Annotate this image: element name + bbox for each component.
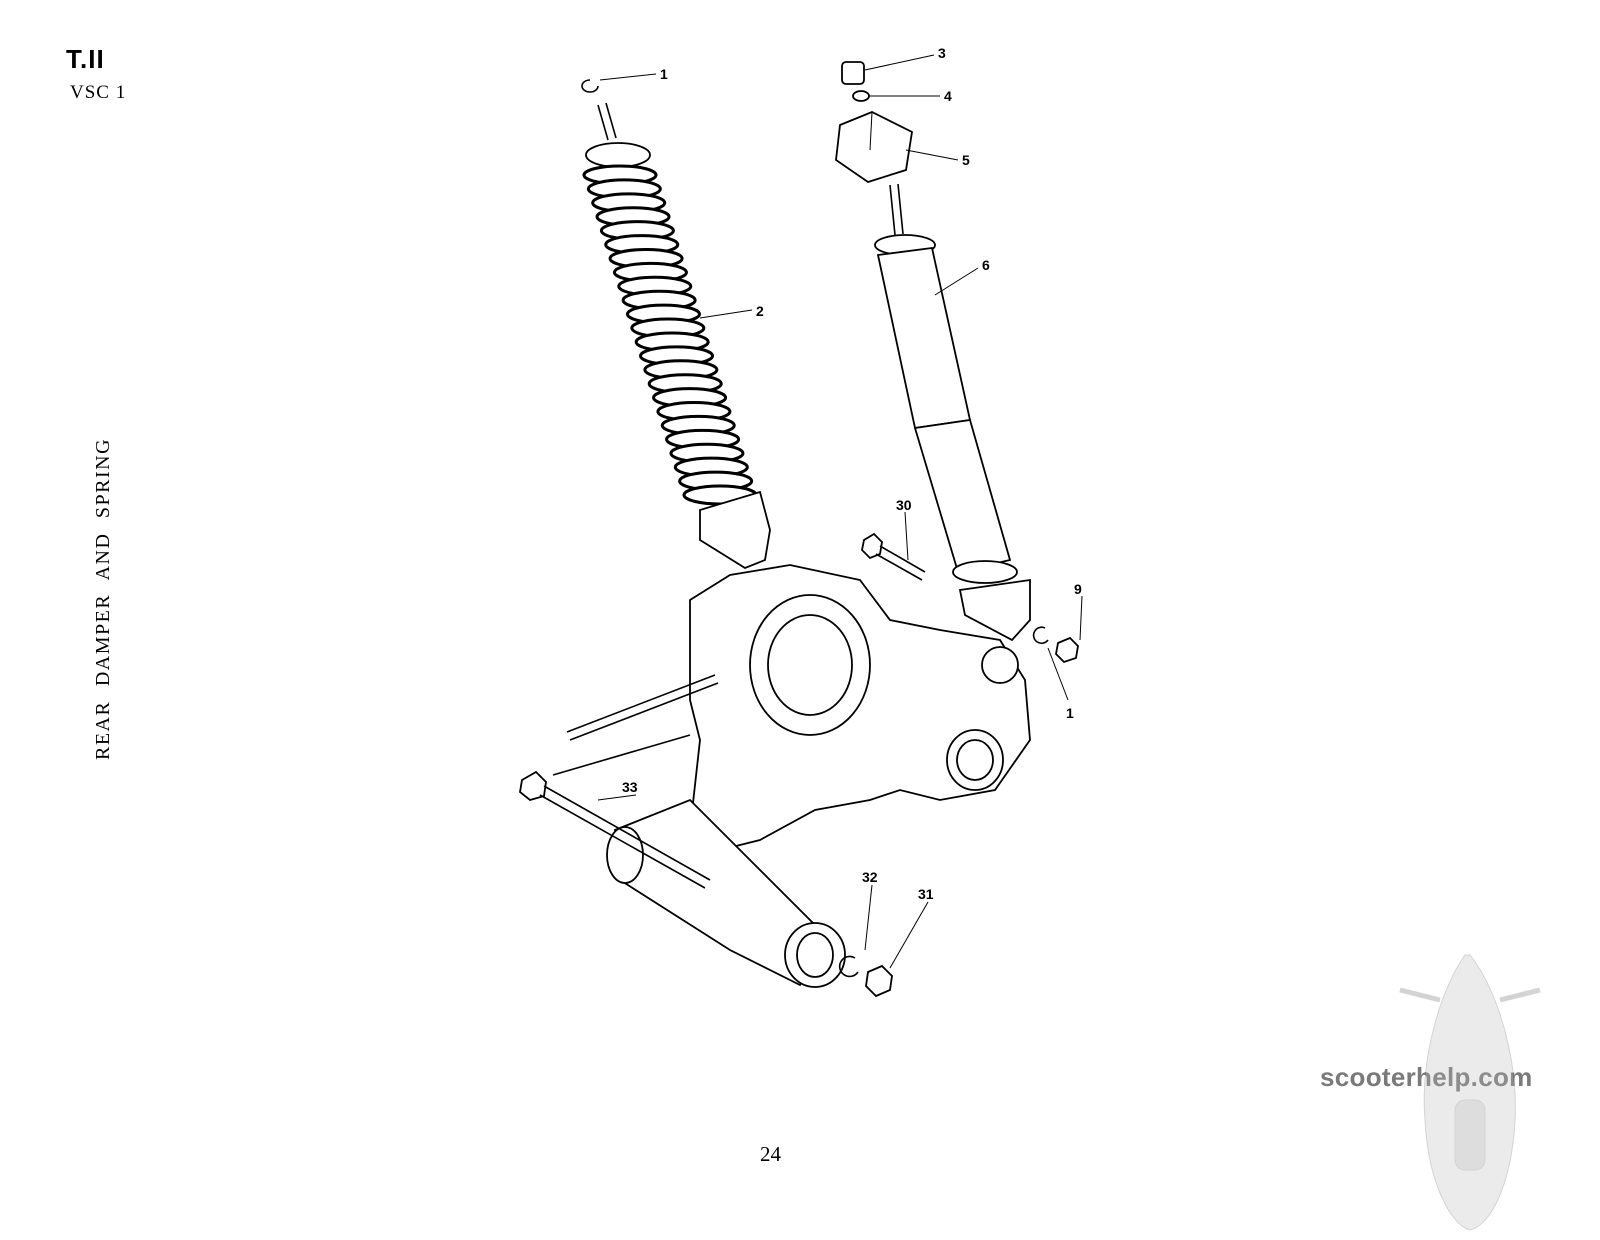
watermark-text: scooterhelp.com	[1320, 1062, 1533, 1093]
callout-3: 3	[938, 45, 946, 61]
swing-arm-engine-casing	[552, 564, 1031, 988]
callout-4: 4	[944, 88, 952, 104]
callout-32: 32	[862, 869, 878, 885]
upper-mount-parts	[835, 61, 913, 183]
callout-1-upper: 1	[660, 66, 668, 82]
damper-bolt	[861, 532, 926, 581]
page-number: 24	[760, 1142, 781, 1166]
callout-33: 33	[622, 779, 638, 795]
plate-number: T.II	[66, 44, 105, 74]
callout-5: 5	[962, 152, 970, 168]
pivot-bolt	[519, 770, 711, 889]
callout-30: 30	[896, 497, 912, 513]
callout-leaders	[597, 54, 1083, 969]
callout-9: 9	[1074, 581, 1082, 597]
model-code: VSC 1	[70, 82, 127, 103]
callout-2: 2	[756, 303, 764, 319]
washers-and-nuts	[581, 79, 1079, 998]
callout-6: 6	[982, 257, 990, 273]
scooter-watermark-logo	[1399, 954, 1541, 1231]
callout-1-lower: 1	[1066, 705, 1074, 721]
coil-spring-damper	[582, 102, 771, 570]
hydraulic-damper	[874, 183, 1031, 642]
callout-31: 31	[918, 886, 934, 902]
